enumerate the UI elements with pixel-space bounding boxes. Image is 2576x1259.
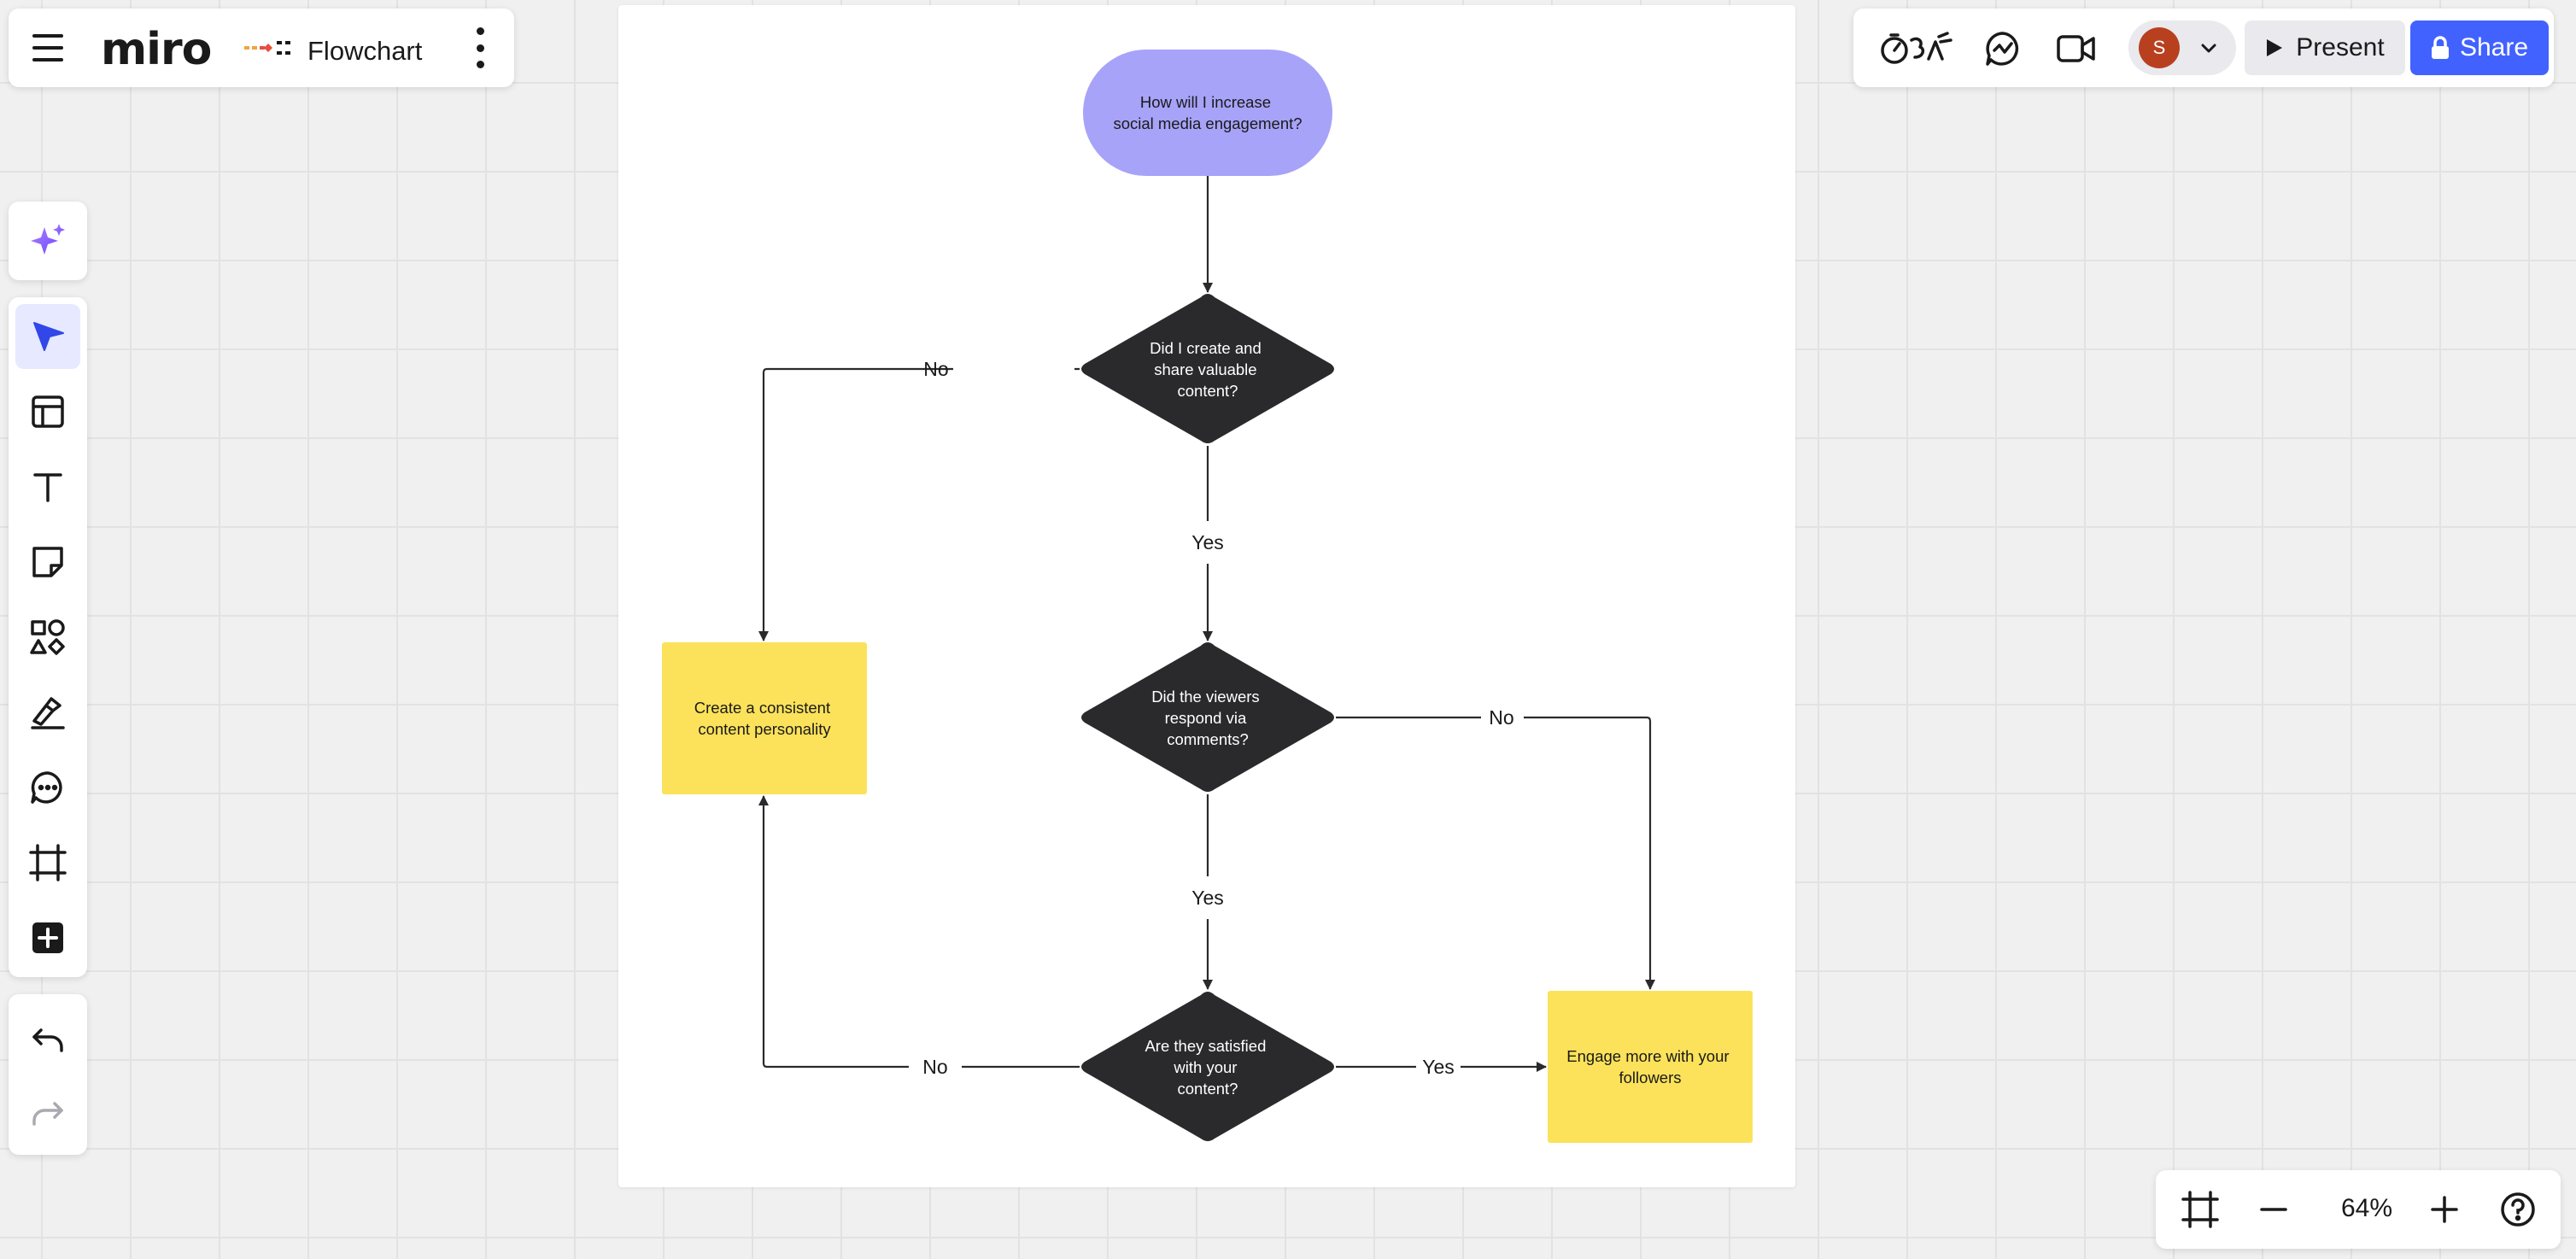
decision-node-satisfied[interactable]: Are they satisfied with your content? [1081,992,1334,1141]
present-label: Present [2296,33,2385,61]
fit-to-screen-icon[interactable] [2175,1184,2226,1235]
zoom-toolbar: 64% [2156,1170,2561,1249]
start-node[interactable]: How will I increase social media engagem… [1083,50,1332,176]
text-icon[interactable] [15,454,80,519]
decision-node-comments[interactable]: Did the viewers respond via comments? [1081,642,1334,792]
ai-sparkle-icon[interactable] [15,208,80,273]
video-call-icon[interactable] [2055,27,2098,70]
user-avatar: S [2139,27,2180,68]
process-left-line1: Create a consistent [694,699,830,717]
svg-text:Are they satisfied wit: Are they satisfied with your content? [1145,1037,1270,1098]
decision1-line2: share valuable [1154,360,1256,378]
decision3-line3: content? [1178,1080,1238,1098]
zoom-out-icon[interactable] [2248,1184,2299,1235]
process-left-line2: content personality [698,720,831,738]
board-title[interactable]: Flowchart [307,36,423,66]
main-menu-icon[interactable] [32,34,63,61]
sticky-note-icon[interactable] [15,530,80,594]
board-header: miro Flowchart [9,9,514,87]
decision1-line3: content? [1178,382,1238,400]
start-node-line1: How will I increase [1140,93,1271,111]
chevron-down-icon [2201,44,2216,53]
board-options-icon[interactable] [470,27,490,68]
edge-label-d3-no: No [922,1056,947,1078]
svg-text:Create a consistent co: Create a consistent content personality [694,699,835,738]
svg-text:Did the viewers respon: Did the viewers respond via comments? [1151,688,1264,748]
edge-d1-no[interactable] [764,367,1080,641]
comment-icon[interactable] [15,755,80,820]
svg-text:How will I increase so: How will I increase social media engagem… [1113,93,1302,132]
shapes-icon[interactable] [15,605,80,670]
user-menu[interactable]: S [2128,20,2236,75]
ai-toolbar [9,202,87,280]
more-apps-icon[interactable] [15,905,80,970]
edge-label-d3-yes: Yes [1422,1056,1455,1078]
decision1-line1: Did I create and [1150,339,1262,357]
help-icon[interactable] [2492,1184,2544,1235]
reactions-icon[interactable] [1877,27,1954,70]
svg-text:Did I create and share: Did I create and share valuable content? [1150,339,1266,400]
process-right-line2: followers [1619,1069,1682,1086]
zoom-in-icon[interactable] [2419,1184,2470,1235]
edge-label-d1-yes: Yes [1191,531,1224,553]
chat-icon[interactable] [1982,27,2024,70]
miro-logo[interactable]: miro [101,24,212,75]
frame-icon[interactable] [15,830,80,895]
process-right-line1: Engage more with your [1566,1047,1729,1065]
decision2-line1: Did the viewers [1151,688,1259,706]
creation-toolbar [9,297,87,977]
flowchart-board-icon [244,41,290,55]
svg-text:Engage more with your: Engage more with your followers [1566,1047,1733,1086]
decision3-line2: with your [1173,1058,1237,1076]
present-button[interactable]: Present [2245,20,2405,75]
collaboration-toolbar: S Present Share [1853,9,2554,87]
select-cursor-icon[interactable] [15,304,80,369]
flowchart-frame[interactable]: No Yes No Yes No Yes How will I increase… [618,5,1795,1187]
decision2-line3: comments? [1167,730,1249,748]
zoom-level[interactable]: 64% [2340,1194,2393,1222]
edge-d2-no[interactable] [1336,716,1650,989]
edge-label-d2-no: No [1489,706,1513,729]
history-toolbar [9,994,87,1155]
process-node-engage[interactable]: Engage more with your followers [1548,991,1753,1143]
decision2-line2: respond via [1165,709,1247,727]
decision3-line1: Are they satisfied [1145,1037,1266,1055]
play-icon [2267,39,2283,56]
process-node-personality[interactable]: Create a consistent content personality [662,642,867,794]
pen-icon[interactable] [15,680,80,745]
share-button[interactable]: Share [2410,20,2549,75]
flowchart-diagram: No Yes No Yes No Yes How will I increase… [662,50,1753,1143]
start-node-line2: social media engagement? [1113,114,1302,132]
undo-icon[interactable] [15,1008,80,1073]
lock-icon [2431,36,2449,59]
decision-node-content[interactable]: Did I create and share valuable content? [1081,294,1334,443]
templates-icon[interactable] [15,379,80,444]
share-label: Share [2459,33,2529,61]
edge-label-d1-no: No [923,358,948,380]
edge-d3-no[interactable] [764,796,1080,1069]
redo-icon[interactable] [15,1081,80,1146]
edge-label-d2-yes: Yes [1191,887,1224,909]
